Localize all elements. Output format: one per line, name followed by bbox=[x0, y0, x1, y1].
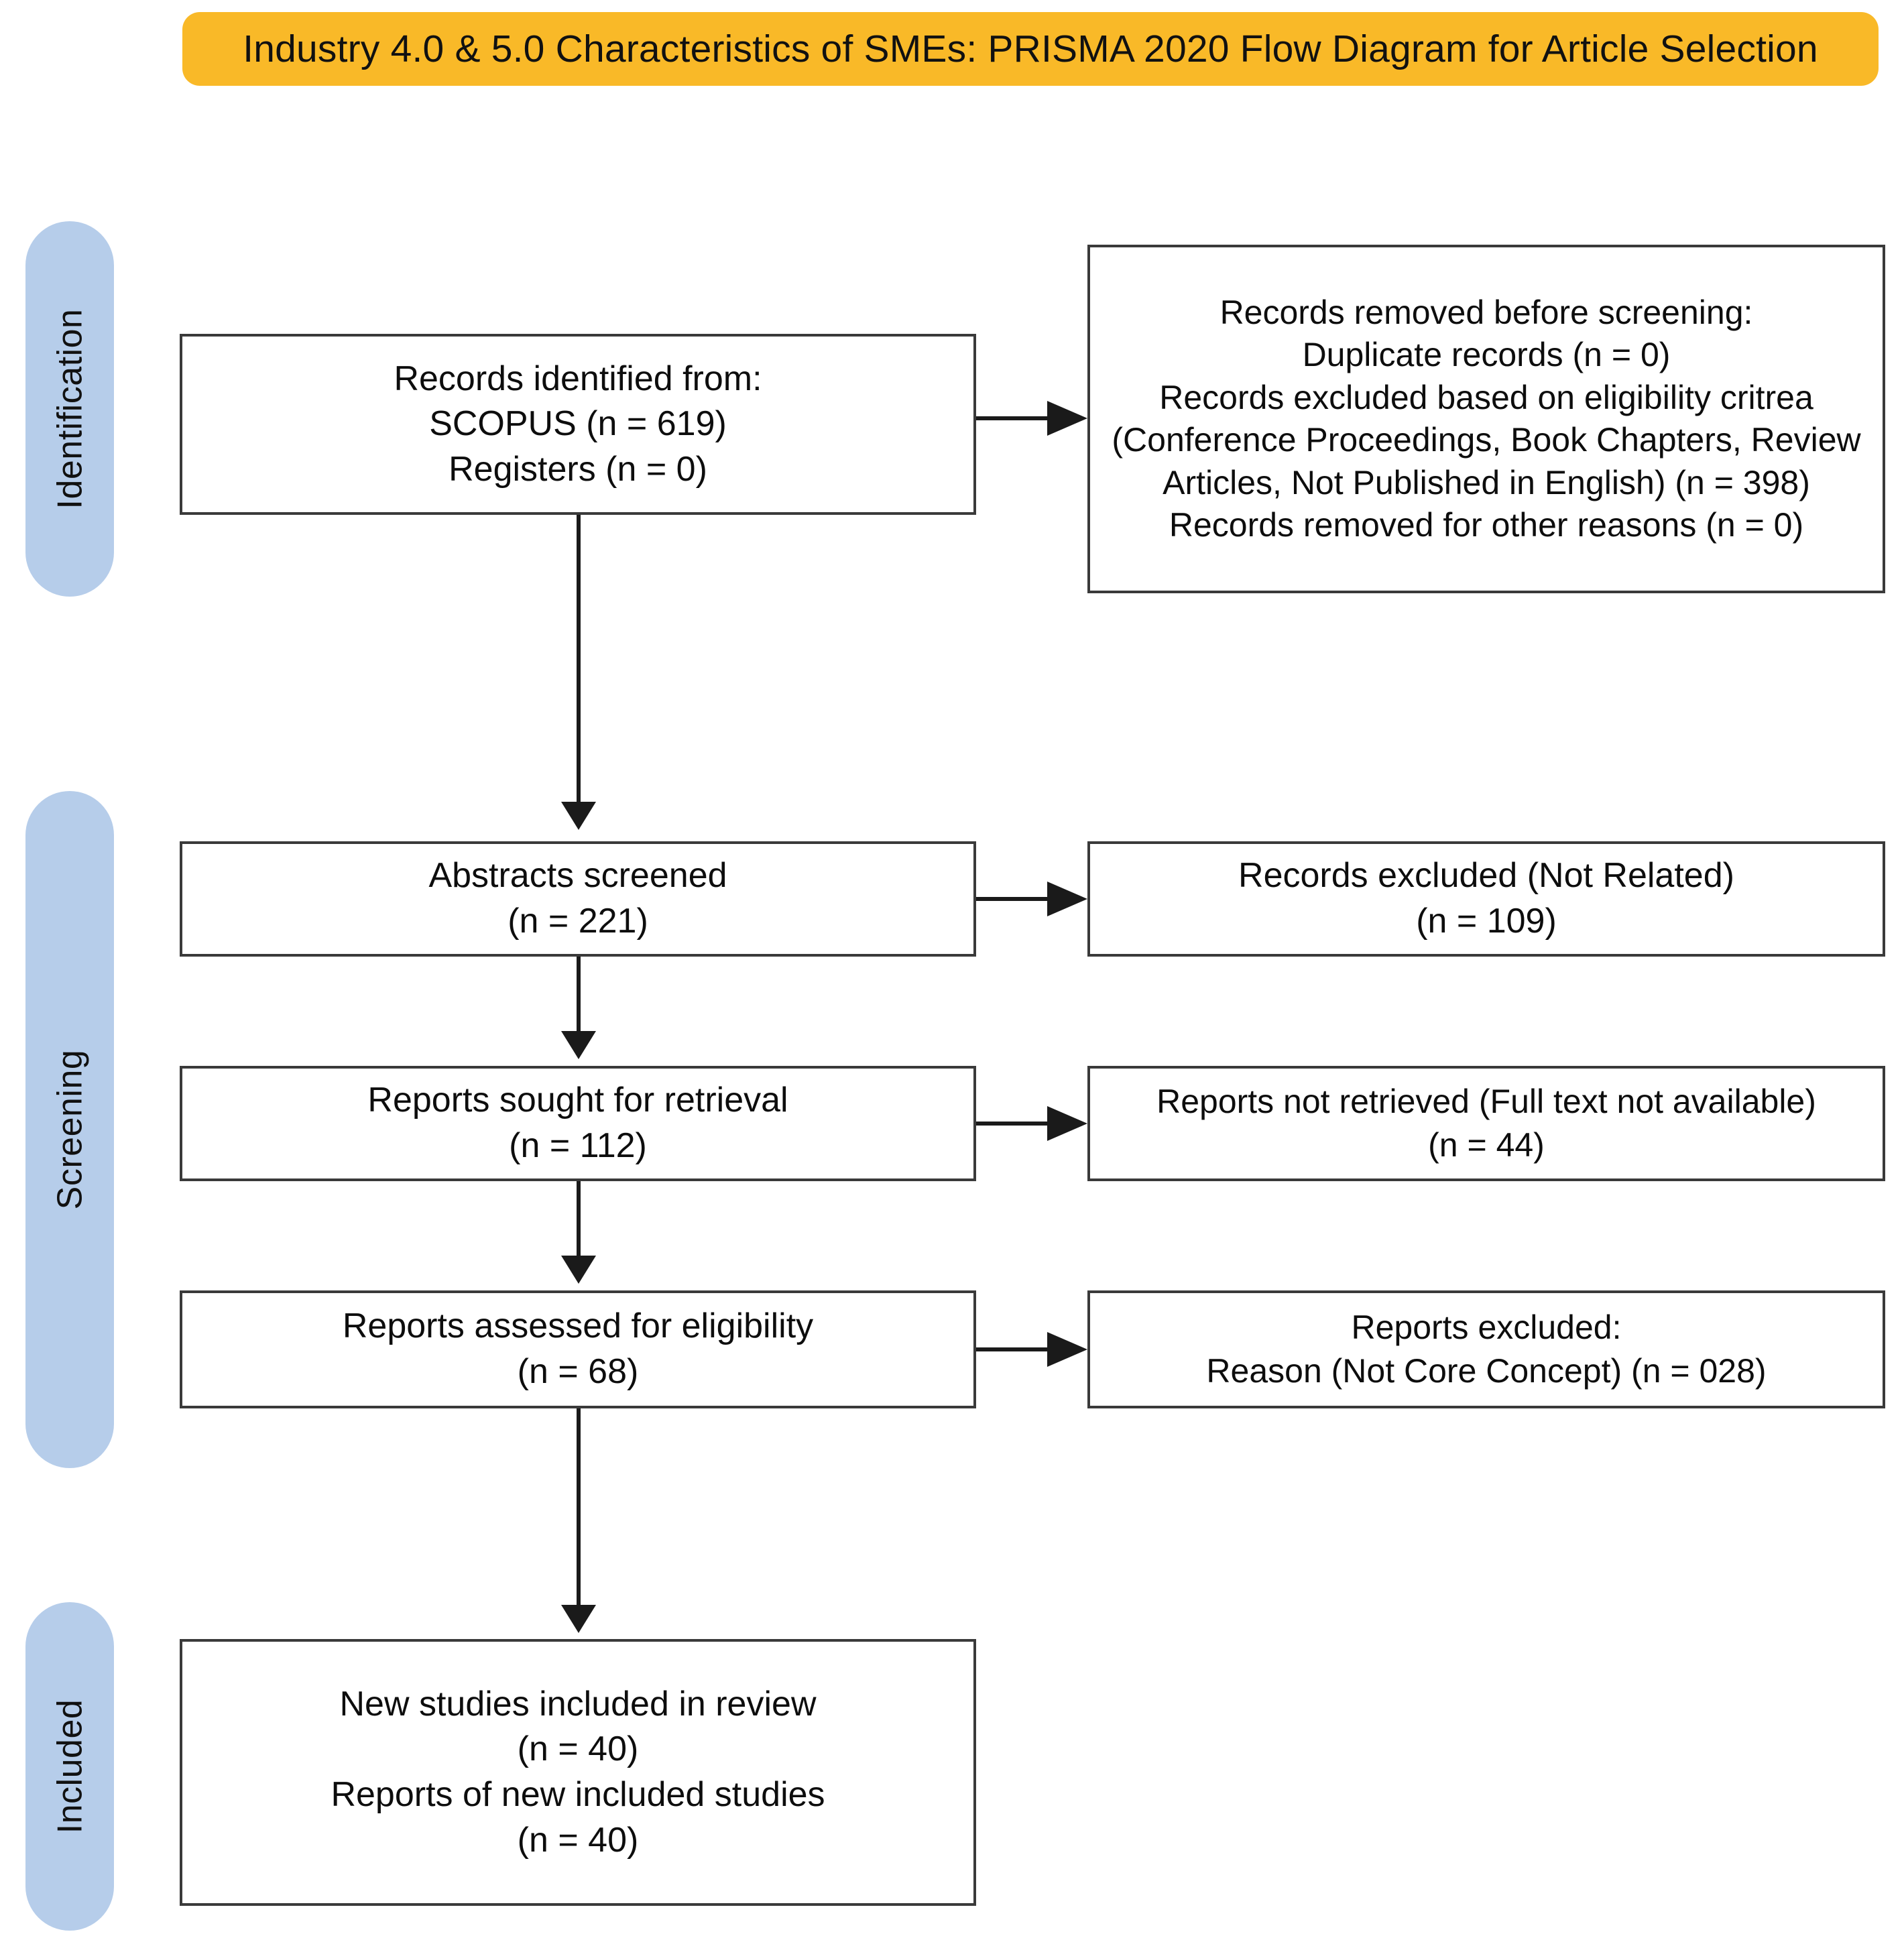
box-reports-sought-for-retrieval: Reports sought for retrieval (n = 112) bbox=[180, 1066, 976, 1181]
box-new-studies-included: New studies included in review (n = 40) … bbox=[180, 1639, 976, 1906]
arrow-down-icon-to-sought bbox=[561, 1031, 596, 1059]
box-abstracts-screened: Abstracts screened (n = 221) bbox=[180, 841, 976, 957]
box-new-studies-included-text: New studies included in review (n = 40) … bbox=[331, 1684, 825, 1860]
box-records-identified: Records identified from: SCOPUS (n = 619… bbox=[180, 334, 976, 515]
arrow-right-icon-to-excluded bbox=[1047, 882, 1087, 916]
stage-pill-screening: Screening bbox=[25, 791, 114, 1468]
box-records-identified-text: Records identified from: SCOPUS (n = 619… bbox=[394, 359, 762, 489]
connector-line-identified-to-removed bbox=[976, 416, 1050, 420]
connector-line-sought-to-assessed bbox=[577, 1181, 581, 1260]
stage-label-identification: Identification bbox=[50, 308, 89, 509]
box-records-removed-text: Records removed before screening: Duplic… bbox=[1112, 293, 1861, 544]
page-title: Industry 4.0 & 5.0 Characteristics of SM… bbox=[243, 27, 1818, 70]
box-abstracts-screened-text: Abstracts screened (n = 221) bbox=[428, 856, 727, 941]
arrow-right-icon-to-not-retrieved bbox=[1047, 1106, 1087, 1141]
box-records-removed-before-screening: Records removed before screening: Duplic… bbox=[1087, 245, 1885, 593]
box-reports-assessed-text: Reports assessed for eligibility (n = 68… bbox=[342, 1307, 814, 1391]
stage-pill-included: Included bbox=[25, 1602, 114, 1931]
diagram-title-banner: Industry 4.0 & 5.0 Characteristics of SM… bbox=[182, 12, 1879, 86]
box-reports-not-retrieved: Reports not retrieved (Full text not ava… bbox=[1087, 1066, 1885, 1181]
stage-pill-identification: Identification bbox=[25, 221, 114, 597]
box-reports-excluded: Reports excluded: Reason (Not Core Conce… bbox=[1087, 1290, 1885, 1408]
arrow-down-icon-to-included bbox=[561, 1605, 596, 1633]
connector-line-assessed-to-included bbox=[577, 1408, 581, 1610]
connector-line-assessed-to-excluded-elig bbox=[976, 1347, 1050, 1351]
connector-line-sought-to-not-retrieved bbox=[976, 1122, 1050, 1126]
box-records-excluded-not-related-text: Records excluded (Not Related) (n = 109) bbox=[1238, 856, 1734, 941]
box-reports-not-retrieved-text: Reports not retrieved (Full text not ava… bbox=[1156, 1083, 1816, 1164]
stage-label-screening: Screening bbox=[50, 1049, 89, 1210]
stage-label-included: Included bbox=[50, 1699, 90, 1834]
box-records-excluded-not-related: Records excluded (Not Related) (n = 109) bbox=[1087, 841, 1885, 957]
arrow-down-icon-to-assessed bbox=[561, 1256, 596, 1284]
connector-line-abstracts-to-excluded bbox=[976, 897, 1050, 901]
box-reports-sought-text: Reports sought for retrieval (n = 112) bbox=[367, 1081, 788, 1165]
box-reports-excluded-text: Reports excluded: Reason (Not Core Conce… bbox=[1206, 1309, 1767, 1390]
arrow-right-icon-to-removed bbox=[1047, 401, 1087, 436]
arrow-right-icon-to-excluded-elig bbox=[1047, 1332, 1087, 1367]
connector-line-identified-to-abstracts bbox=[577, 515, 581, 810]
connector-line-abstracts-to-sought bbox=[577, 957, 581, 1036]
arrow-down-icon-to-abstracts bbox=[561, 802, 596, 830]
box-reports-assessed-for-eligibility: Reports assessed for eligibility (n = 68… bbox=[180, 1290, 976, 1408]
